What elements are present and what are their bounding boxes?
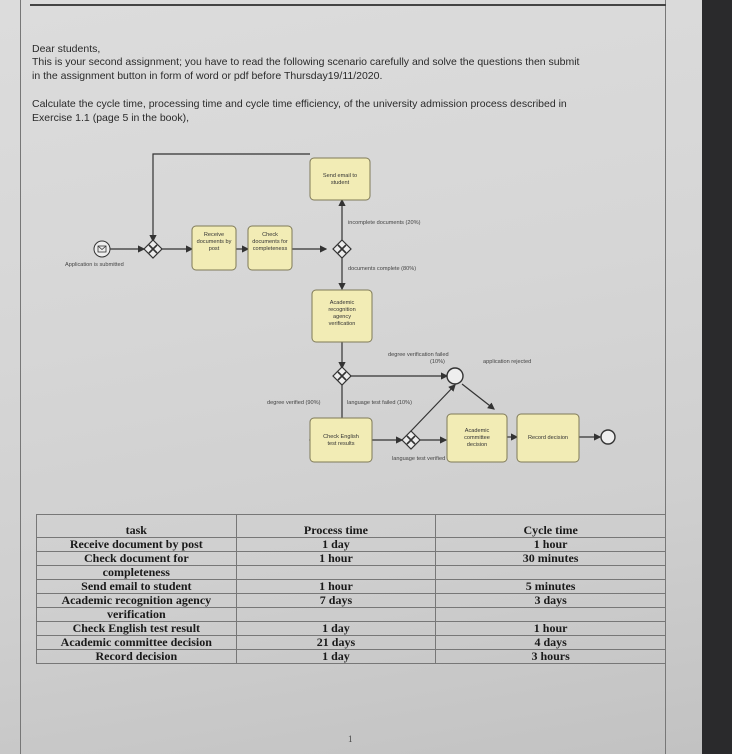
question-line-2: Exercise 1.1 (page 5 in the book), <box>32 112 190 124</box>
task-send-email: Send email to student <box>309 157 371 201</box>
label-application-rejected: application rejected <box>483 359 531 365</box>
end-event <box>600 429 616 445</box>
table-header-row: task Process time Cycle time <box>36 514 666 538</box>
task-cell: completeness <box>36 565 237 580</box>
task-academic-recognition: Academic recognition agency verification <box>311 289 373 343</box>
cycle-time-cell: 4 days <box>435 635 666 650</box>
task-committee-decision: Academic committee decision <box>446 413 508 463</box>
svg-text:Academic: Academic <box>330 300 355 306</box>
task-cell: Record decision <box>36 649 237 664</box>
degree-verification-gateway <box>332 366 352 386</box>
svg-text:verification: verification <box>329 321 356 327</box>
label-incomplete-documents: incomplete documents (20%) <box>348 220 421 226</box>
process-time-cell <box>235 607 437 622</box>
svg-text:Receive: Receive <box>204 232 224 238</box>
greeting-text: Dear students, <box>32 43 101 55</box>
page-margin-border <box>20 0 666 754</box>
merge-gateway <box>143 239 163 259</box>
label-documents-complete: documents complete (80%) <box>348 266 416 272</box>
header-task: task <box>36 514 237 538</box>
svg-text:post: post <box>209 246 220 252</box>
process-time-cell: 1 hour <box>235 579 437 594</box>
svg-text:decision: decision <box>467 442 488 448</box>
task-cell: Check English test result <box>36 621 237 636</box>
task-cell: Send email to student <box>36 579 237 594</box>
label-degree-failed-percent: (10%) <box>430 359 445 365</box>
task-cell: Check document for <box>36 551 237 566</box>
svg-text:Record decision: Record decision <box>528 435 568 441</box>
cycle-time-cell: 1 hour <box>435 621 666 636</box>
table-row: Send email to student 1 hour 5 minutes <box>36 579 666 594</box>
start-event-label: Application is submitted <box>65 262 124 268</box>
rejection-event <box>446 367 464 385</box>
screen-edge <box>702 0 732 754</box>
table-row: verification <box>36 607 666 622</box>
page-number: 1 <box>348 734 353 744</box>
svg-text:agency: agency <box>333 314 351 320</box>
language-test-gateway <box>401 430 421 450</box>
table-row: Academic committee decision 21 days 4 da… <box>36 635 666 650</box>
cycle-time-cell: 3 days <box>435 593 666 608</box>
process-time-cell: 21 days <box>235 635 437 650</box>
table-row: completeness <box>36 565 666 580</box>
instruction-line-1: This is your second assignment; you have… <box>32 56 580 68</box>
table-row: Academic recognition agency 7 days 3 day… <box>36 593 666 608</box>
question-line-1: Calculate the cycle time, processing tim… <box>32 98 567 110</box>
table-row: Receive document by post 1 day 1 hour <box>36 537 666 552</box>
table-row: Record decision 1 day 3 hours <box>36 649 666 664</box>
task-cell: verification <box>36 607 237 622</box>
svg-text:test results: test results <box>327 441 354 447</box>
start-event <box>93 240 111 258</box>
svg-text:documents for: documents for <box>252 239 288 245</box>
label-degree-verified: degree verified (90%) <box>267 400 321 406</box>
completeness-gateway <box>332 239 352 259</box>
process-time-cell: 1 day <box>235 649 437 664</box>
cycle-time-cell: 3 hours <box>435 649 666 664</box>
task-receive-documents: Receive documents by post <box>191 225 237 271</box>
task-record-decision: Record decision <box>516 413 580 463</box>
task-check-documents: Check documents for completeness <box>247 225 293 271</box>
svg-text:documents by: documents by <box>197 239 232 245</box>
task-check-english: Check English test results <box>309 417 373 463</box>
svg-text:Check English: Check English <box>323 434 359 440</box>
bpmn-diagram: Application is submitted Receive documen… <box>65 153 616 463</box>
task-cell: Academic recognition agency <box>36 593 237 608</box>
task-times-table: task Process time Cycle time Receive doc… <box>36 514 666 664</box>
cycle-time-cell: 1 hour <box>435 537 666 552</box>
process-time-cell: 1 day <box>235 621 437 636</box>
table-row: Check English test result 1 day 1 hour <box>36 621 666 636</box>
instruction-line-2: in the assignment button in form of word… <box>32 70 383 82</box>
svg-text:recognition: recognition <box>328 307 355 313</box>
svg-text:completeness: completeness <box>253 246 288 252</box>
svg-text:Academic: Academic <box>465 428 490 434</box>
process-time-cell <box>235 565 437 580</box>
svg-text:student: student <box>331 180 350 186</box>
label-degree-failed: degree verification failed <box>388 352 449 358</box>
label-language-failed: language test failed (10%) <box>347 400 412 406</box>
page-top-rule <box>30 4 666 6</box>
table-row: Check document for 1 hour 30 minutes <box>36 551 666 566</box>
svg-text:Send email to: Send email to <box>323 173 357 179</box>
header-process-time: Process time <box>235 514 437 538</box>
cycle-time-cell <box>435 565 666 580</box>
cycle-time-cell: 30 minutes <box>435 551 666 566</box>
cycle-time-cell <box>435 607 666 622</box>
label-language-verified: language test verified <box>392 456 445 462</box>
cycle-time-cell: 5 minutes <box>435 579 666 594</box>
header-cycle-time: Cycle time <box>435 514 666 538</box>
process-time-cell: 7 days <box>235 593 437 608</box>
svg-text:Check: Check <box>262 232 278 238</box>
task-cell: Receive document by post <box>36 537 237 552</box>
task-cell: Academic committee decision <box>36 635 237 650</box>
svg-text:committee: committee <box>464 435 490 441</box>
process-time-cell: 1 day <box>235 537 437 552</box>
process-time-cell: 1 hour <box>235 551 437 566</box>
